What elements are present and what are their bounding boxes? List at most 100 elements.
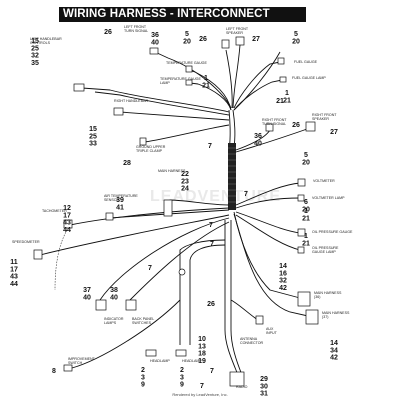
callout-c27-line-2: 43 [10,274,18,281]
fuel-gauge-connector [277,57,285,65]
component-label-l12: MAIN HARNESS [158,169,186,173]
dashed-wire [54,224,71,291]
callout-c36-line-2: 9 [141,382,145,389]
voltmeter-connector [297,178,306,187]
component-label-l27: HEADLAMP [150,359,170,363]
component-label-l21: MAIN HARNESS(37) [322,311,350,319]
components [33,36,319,387]
callout-c30-line-0: 38 [110,287,118,294]
temp-gauge-connector [185,65,193,73]
callout-c11-line-1: 25 [89,133,97,140]
wrapped-loom [228,143,236,210]
callout-c17-line-1: 23 [181,178,189,185]
aux-input-connector [255,315,264,325]
speedometer-connector [33,249,43,260]
callout-c4-line-1: 20 [183,38,191,45]
callout-c37-line-2: 9 [180,382,184,389]
wire-main-harness-37 [233,213,309,317]
callout-c24-line-0: 6 [304,199,308,206]
callout-c31-line-3: 42 [279,285,287,292]
callout-c3-line-1: 40 [151,39,159,46]
voltmeter-lamp-connector [297,194,305,202]
callout-c14-line-1: 40 [254,140,262,147]
callout-c34-line-1: 13 [198,343,206,350]
callout-c1-line-2: 32 [31,53,39,60]
ground-clamp-connector [139,137,147,146]
headlamp-left-connector [145,349,157,357]
improvement-switch [63,364,73,372]
callout-c14-line-0: 36 [254,133,262,140]
component-label-l19: SPEEDOMETER [12,240,40,244]
wire-oil-gauge [235,211,301,234]
component-label-l7: FUEL GAUGE LAMP [292,76,326,80]
oil-gauge-connector [297,228,306,237]
wire-temp-lamp [189,82,232,111]
callout-c38-line-0: 29 [260,376,268,383]
callout-c19-line-0: 5 [304,152,308,159]
diagram-title: WIRING HARNESS - INTERCONNECT [63,8,270,20]
callout-c8-line-1: 21 [202,82,210,89]
indicator-lamps-connector [95,299,107,311]
wire-back-panel [129,221,230,301]
callout-c16-line-0: 27 [330,129,338,136]
callout-c34-line-2: 18 [198,351,206,358]
component-label-l8: RIGHT HANDLEBAR [114,99,148,103]
wire-ground-clamp [144,124,230,143]
left-turn-connector [149,47,159,55]
fuel-lamp-connector [279,76,287,83]
callout-c22-line-0: 7 [148,265,152,272]
wire-tachometer [69,207,230,226]
loom-rings [228,147,236,203]
callout-c36-line-1: 3 [141,374,145,381]
wire-left-speaker [225,49,233,109]
callout-c39-line-0: 7 [210,368,214,375]
component-label-l17: OIL PRESSURE GAUGE [312,230,353,234]
callout-c11-line-0: 15 [89,126,97,133]
callout-c21-line-1: 17 [63,212,71,219]
headlamp-right-connector [175,349,187,357]
oil-lamp-connector [297,246,305,254]
callout-c37-line-0: 2 [180,367,184,374]
callout-c2-line-0: 26 [104,29,112,36]
component-label-l20: MAIN HARNESS(36) [314,291,342,299]
callout-c3-line-0: 36 [151,32,159,39]
wire-right-turn [235,129,271,151]
component-label-l6: FUEL GAUGE [294,60,318,64]
callout-c38-line-1: 30 [260,383,268,390]
wire-air-temp [109,209,230,219]
callout-c13-line-0: 7 [208,143,212,150]
callout-c36-line-0: 2 [141,367,145,374]
callout-c35-line-1: 34 [330,347,338,354]
component-label-l14: VOLTMETER LAMP [312,196,345,200]
wire-voltmeter [235,182,301,206]
wire-headlamp-right [189,244,226,345]
callout-c21-line-3: 44 [63,227,71,234]
left-speaker-connector [221,39,230,49]
callout-c11-line-2: 33 [89,141,97,148]
main-harness-36-connector [297,291,311,307]
callout-c34-line-0: 10 [198,336,206,343]
callout-c30-line-1: 40 [110,294,118,301]
callout-c21-line-0: 12 [63,205,71,212]
main-harness-37-connector [305,309,319,325]
callout-c40-line-0: 7 [200,383,204,390]
component-label-l4: TEMPERATURE GAUGE [166,61,207,65]
callout-c17-line-0: 22 [181,171,189,178]
callout-c20-line-1: 41 [116,204,124,211]
callout-c1-line-1: 25 [31,45,39,52]
callout-c37-line-1: 3 [180,374,184,381]
wire-voltmeter-lamp [235,197,301,209]
